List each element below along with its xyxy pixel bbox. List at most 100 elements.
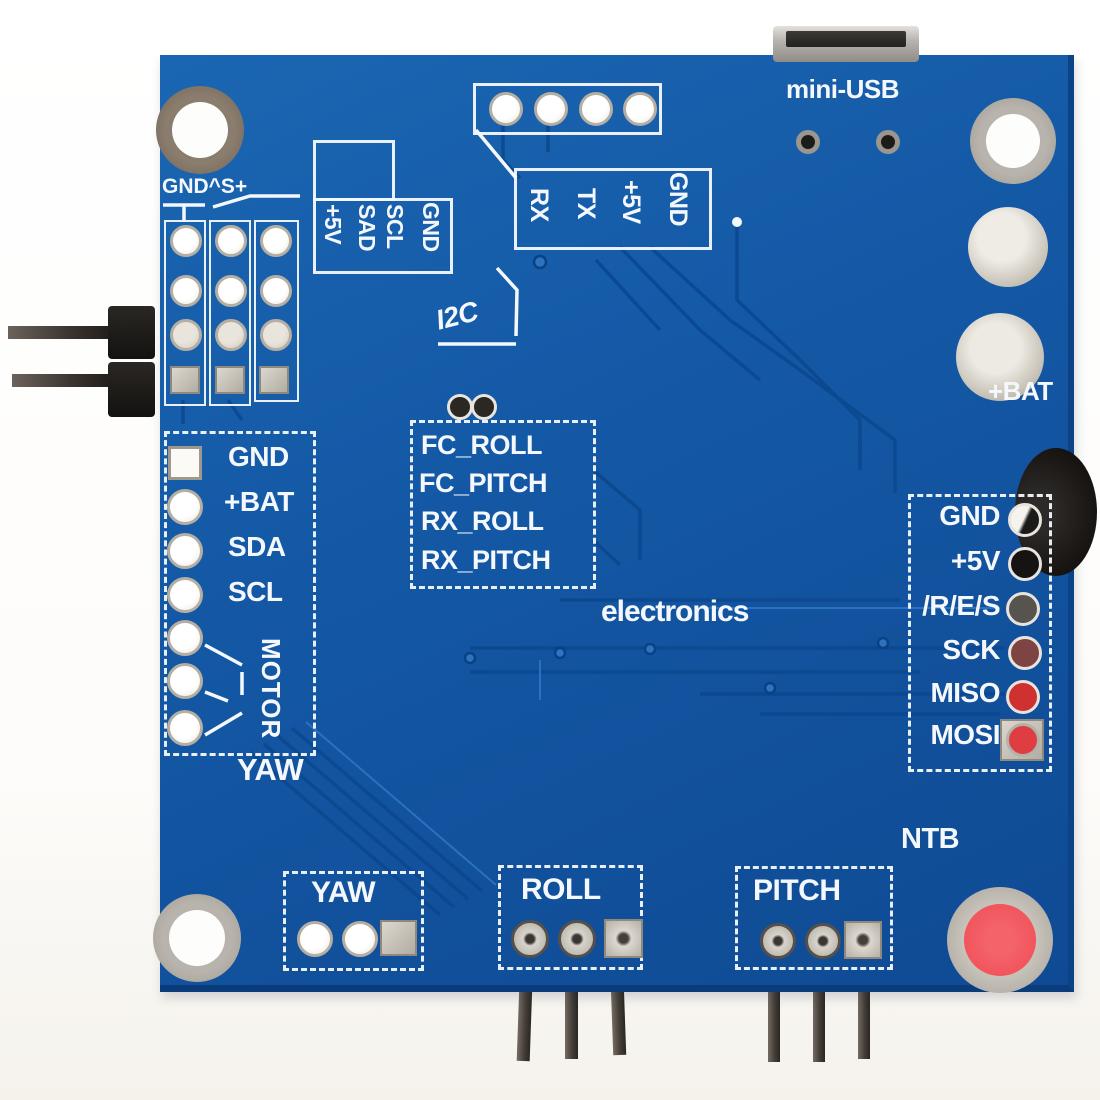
- roll-pin: [516, 984, 533, 1062]
- right-header-hole-gnd: [1008, 503, 1042, 537]
- roll-block-outline: [498, 865, 643, 970]
- usb-mount-hole-right-bore: [881, 135, 895, 149]
- i2c-port-label: +5V: [320, 204, 346, 245]
- left-header-pad: [167, 489, 203, 525]
- right-header-label: MISO: [930, 677, 1000, 708]
- serial-pad: [489, 92, 523, 126]
- grid-pad-smd: [170, 366, 200, 394]
- grid-pad-smd: [215, 366, 245, 394]
- right-header-label: SCK: [942, 634, 1000, 665]
- fc-signal-label: RX_PITCH: [421, 545, 551, 575]
- fc-signal-label: FC_PITCH: [419, 468, 548, 498]
- right-header-hole-mosi: [1006, 723, 1040, 757]
- i2c-port-label: SCL: [382, 204, 408, 249]
- left-header-pad: [167, 533, 203, 569]
- left-pin-header-housing: [108, 306, 155, 359]
- serial-pad: [579, 92, 613, 126]
- pitch-pin: [858, 985, 870, 1059]
- pitch-block-outline: [735, 866, 893, 970]
- right-header-hole-res: [1006, 592, 1040, 626]
- left-header-pin: [8, 326, 112, 339]
- left-header-pad: [167, 620, 203, 656]
- mount-hole-top-left-bore: [172, 102, 228, 158]
- roll-pin: [610, 984, 627, 1056]
- right-header-label: /R/E/S: [922, 590, 1000, 621]
- left-header-label: SCL: [228, 576, 283, 607]
- grid-pad: [215, 319, 247, 351]
- mount-hole-bottom-right-red: [964, 904, 1036, 976]
- left-header-label: GND: [228, 441, 289, 472]
- mini-usb-label: mini-USB: [786, 74, 900, 104]
- yaw-block-label: YAW: [311, 876, 376, 909]
- pitch-pad: [760, 923, 796, 959]
- corner-gnd-s-label: GND^S+: [162, 175, 248, 198]
- right-header-label: MOSI: [930, 719, 1000, 750]
- left-header-label: +BAT: [224, 486, 294, 517]
- yaw-top-label: YAW: [237, 752, 304, 787]
- pitch-pad-smd: [844, 921, 882, 959]
- left-header-pad: [167, 577, 203, 613]
- grid-pad: [170, 275, 202, 307]
- mount-hole-top-right-bore: [986, 114, 1040, 168]
- motor-label: MOTOR: [256, 638, 286, 740]
- fc-signal-label: RX_ROLL: [421, 506, 544, 536]
- grid-pad: [260, 275, 292, 307]
- grid-pad: [260, 225, 292, 257]
- serial-label: TX: [572, 188, 600, 219]
- left-pin-header-housing: [108, 362, 155, 417]
- pitch-pin: [768, 985, 780, 1062]
- grid-pad: [170, 225, 202, 257]
- left-header-pad: [167, 663, 203, 699]
- battery-pad-1: [968, 207, 1048, 287]
- pitch-pin: [813, 985, 825, 1062]
- grid-pad-smd: [259, 366, 289, 394]
- serial-connector-outline: [473, 83, 662, 135]
- serial-label: RX: [525, 188, 553, 222]
- grid-pad: [170, 319, 202, 351]
- serial-label: +5V: [617, 180, 645, 224]
- roll-pad: [511, 920, 549, 958]
- fc-via-pad: [447, 394, 473, 420]
- fc-signal-label: FC_ROLL: [421, 430, 543, 460]
- i2c-empty-box: [313, 140, 395, 201]
- right-header-hole-5v: [1008, 547, 1042, 581]
- serial-pad: [534, 92, 568, 126]
- grid-pad: [215, 275, 247, 307]
- roll-pad: [558, 920, 596, 958]
- right-header-label: GND: [939, 500, 1000, 531]
- i2c-port-label: GND: [418, 202, 444, 252]
- brand-label: electronics: [601, 595, 749, 628]
- mini-usb-connector-slot: [786, 31, 906, 47]
- right-header-hole-miso: [1006, 680, 1040, 714]
- ntb-label: NTB: [901, 823, 960, 855]
- left-header-pad: [167, 710, 203, 746]
- right-header-hole-sck: [1008, 636, 1042, 670]
- yaw-pad: [342, 921, 378, 957]
- battery-label: +BAT: [988, 376, 1053, 406]
- pitch-block-label: PITCH: [753, 874, 841, 907]
- serial-pad: [623, 92, 657, 126]
- roll-block-label: ROLL: [521, 873, 601, 906]
- left-header-outline: [164, 431, 316, 756]
- roll-pad-smd: [604, 919, 643, 958]
- right-header-label: +5V: [950, 545, 1001, 576]
- usb-mount-hole-left-bore: [801, 135, 815, 149]
- serial-label: GND: [664, 172, 692, 227]
- left-header-pad-gnd: [168, 446, 202, 480]
- yaw-pad: [297, 921, 333, 957]
- i2c-port-label: SAD: [354, 204, 380, 252]
- pitch-pad: [805, 923, 841, 959]
- grid-pad: [215, 225, 247, 257]
- right-header-outline: [908, 494, 1052, 772]
- pad-grid-col3-outline: [254, 220, 299, 402]
- battery-pad-2: [956, 313, 1044, 401]
- mount-hole-bottom-left-bore: [169, 910, 225, 966]
- roll-pin: [565, 985, 578, 1059]
- i2c-labels-box: [313, 198, 453, 274]
- grid-pad: [260, 319, 292, 351]
- fc-via-pad: [471, 394, 497, 420]
- left-header-label: SDA: [228, 531, 286, 562]
- yaw-pad-smd: [380, 920, 417, 956]
- left-header-pin: [12, 374, 112, 387]
- serial-labels-box: [514, 168, 712, 250]
